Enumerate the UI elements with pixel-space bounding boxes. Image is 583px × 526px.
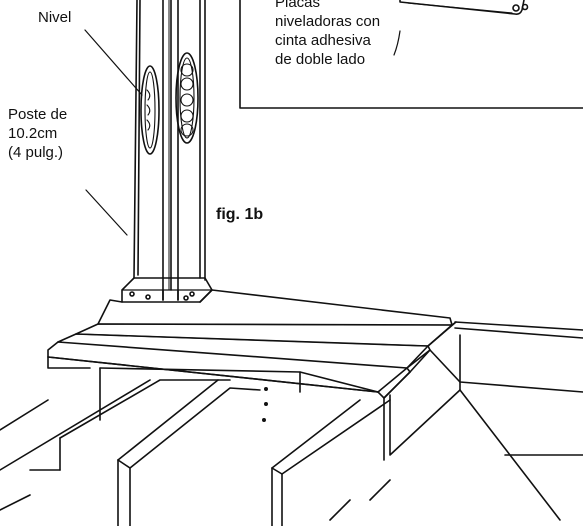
placas-label-line-4: de doble lado [275, 51, 366, 68]
poste-label: Poste de 10.2cm (4 pulg.) [8, 105, 103, 162]
joist-right [271, 399, 391, 526]
post-middle-profile [162, 0, 179, 301]
rim-joist [383, 321, 583, 461]
post-right-profile [199, 0, 206, 281]
foundation-wall [329, 389, 583, 521]
placas-label-line-1: Placas [275, 0, 321, 11]
poste-label-line-2: 10.2cm [8, 125, 58, 142]
beam-under-deck [47, 356, 379, 422]
figure-caption: fig. 1b [216, 206, 264, 223]
level-tool [140, 52, 199, 155]
post-base-plate [121, 277, 213, 303]
post-left-profile [133, 0, 141, 279]
poste-label-line-3: (4 pulg.) [8, 144, 64, 161]
leader-lines [84, 29, 401, 236]
poste-leader-line [85, 189, 128, 236]
inset-frame [239, 0, 583, 109]
poste-label-line-1: Poste de [8, 106, 68, 123]
placas-leader-line [393, 30, 401, 56]
placas-label: Placas niveladoras con cinta adhesiva de… [275, 0, 415, 69]
joist-left [0, 379, 231, 471]
foundation-left [0, 399, 49, 511]
placas-label-line-2: niveladoras con [275, 13, 381, 30]
deck-boards [47, 289, 457, 399]
joist-center [117, 379, 261, 526]
nivel-label: Nivel [38, 9, 72, 26]
placas-label-line-3: cinta adhesiva [275, 32, 371, 49]
leveling-shim-plate [399, 0, 529, 15]
nivel-leader-line [84, 29, 143, 96]
